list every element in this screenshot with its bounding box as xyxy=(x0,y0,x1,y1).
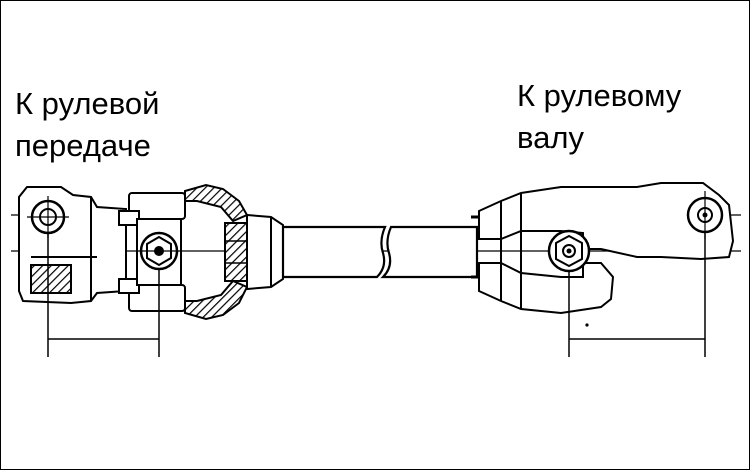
label-left-line-2: передаче xyxy=(15,128,151,163)
dimension-right xyxy=(568,233,706,357)
right-joint-nut xyxy=(547,229,591,273)
left-yoke-bolt xyxy=(27,196,69,238)
dimension-left xyxy=(47,233,160,357)
label-right-line-1: К рулевому xyxy=(517,78,682,113)
right-yoke-bolt xyxy=(686,191,724,239)
right-yoke xyxy=(478,182,735,315)
right-collar-ticks xyxy=(471,215,479,279)
label-to-steering-shaft: К рулевому валу xyxy=(517,75,681,159)
label-right-line-2: валу xyxy=(517,120,584,155)
left-shaft-collar xyxy=(246,213,284,291)
left-joint-center-nut xyxy=(137,231,181,271)
label-to-steering-gear: К рулевой передаче xyxy=(15,83,159,167)
intermediate-shaft xyxy=(281,225,479,279)
small-dot-mark xyxy=(585,323,589,327)
label-left-line-1: К рулевой xyxy=(15,86,160,121)
left-hatched-section xyxy=(30,264,72,294)
